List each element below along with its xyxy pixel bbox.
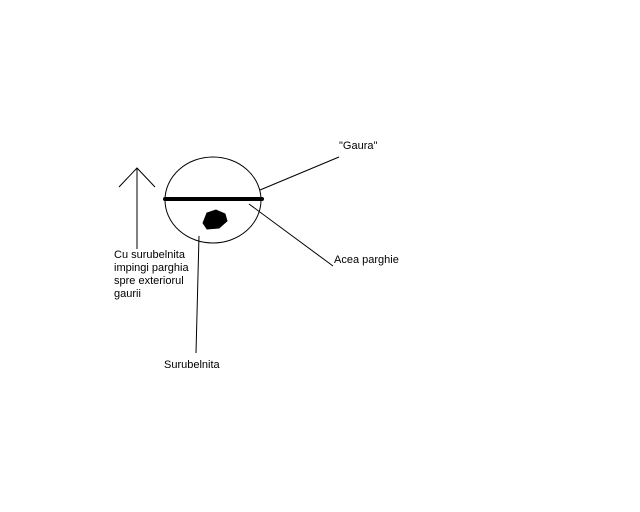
label-acea-parghie: Acea parghie (334, 254, 399, 266)
label-gaura: "Gaura" (339, 140, 378, 152)
instruction-line: Cu surubelnita (114, 249, 185, 261)
label-instruction: Cu surubelnita impingi parghia spre exte… (114, 249, 189, 301)
leader-surubelnita (195, 235, 200, 354)
instruction-line: gaurii (114, 288, 141, 300)
up-arrow-head (118, 167, 156, 188)
leader-parghie (248, 203, 334, 267)
instruction-line: impingi parghia (114, 262, 189, 274)
instruction-line: spre exteriorul (114, 275, 184, 287)
label-surubelnita: Surubelnita (164, 359, 220, 371)
screwdriver-tip (202, 209, 228, 230)
leader-gaura (259, 156, 340, 191)
